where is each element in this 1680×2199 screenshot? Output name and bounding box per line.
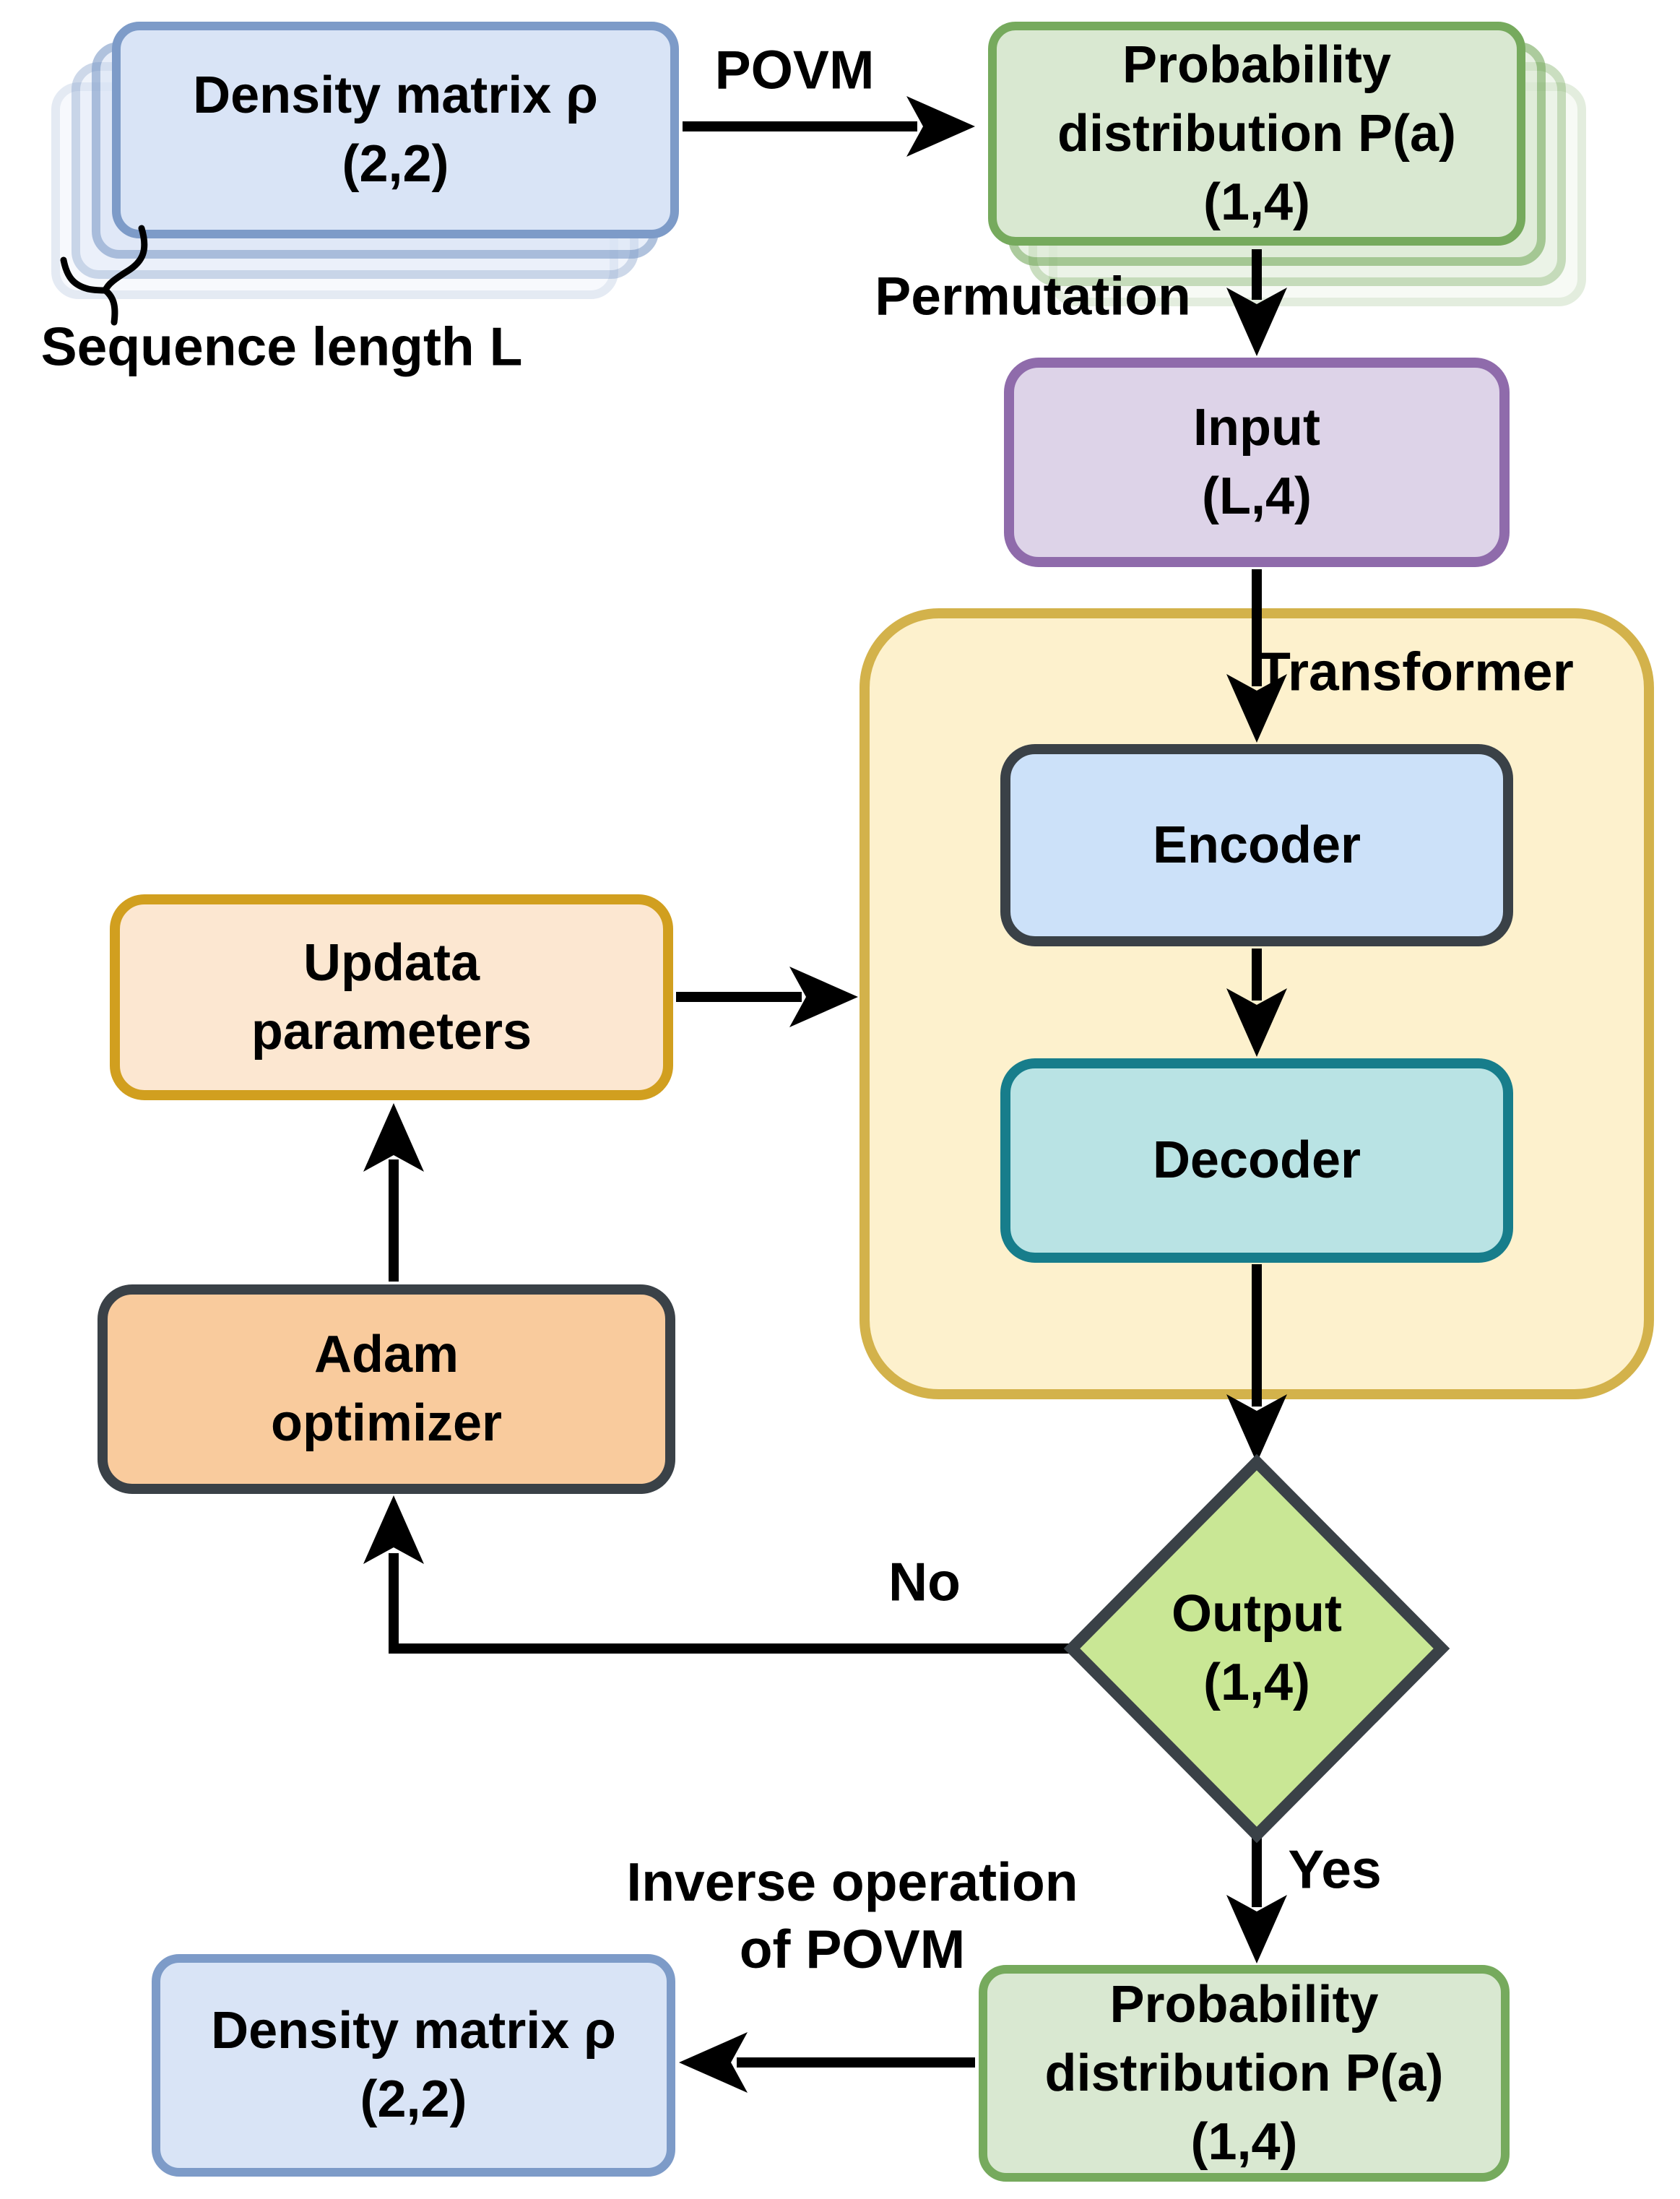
transformer-label: Transformer (1257, 641, 1574, 702)
arrow-no-path-icon (363, 1495, 1070, 1654)
arrow-decoder-to-output-icon (1226, 1264, 1287, 1463)
node-adam-optimizer: Adam optimizer (98, 1284, 675, 1494)
arrow-permutation-icon (1226, 249, 1287, 356)
arrow-update-to-transformer-icon (676, 967, 858, 1027)
node-encoder: Encoder (1000, 744, 1513, 946)
sequence-length-label: Sequence length L (40, 316, 523, 377)
arrow-adam-to-update-icon (363, 1103, 424, 1282)
node-input: Input (L,4) (1004, 358, 1510, 567)
node-density-matrix-bottom: Density matrix ρ (2,2) (152, 1954, 675, 2177)
no-label: No (888, 1551, 961, 1612)
arrow-encoder-to-decoder-icon (1226, 949, 1287, 1057)
node-probability-distribution-bottom: Probability distribution P(a) (1,4) (979, 1965, 1510, 2182)
output-diamond-label: Output (1,4) (1172, 1585, 1342, 1711)
node-density-matrix-top: Density matrix ρ (2,2) (112, 22, 679, 238)
inverse-operation-label: Inverse operation of POVM (626, 1852, 1078, 1979)
arrow-input-to-encoder-icon (1226, 569, 1287, 743)
node-update-parameters: Updata parameters (110, 894, 673, 1100)
arrow-yes-icon (1226, 1835, 1287, 1963)
permutation-label: Permutation (875, 265, 1191, 327)
node-decoder: Decoder (1000, 1058, 1513, 1263)
yes-label: Yes (1288, 1839, 1382, 1900)
povm-label: POVM (714, 39, 875, 100)
arrow-inverse-povm-icon (679, 2032, 975, 2093)
curly-brace-icon (60, 225, 148, 326)
arrow-povm-icon (683, 96, 975, 157)
node-probability-distribution-top: Probability distribution P(a) (1,4) (988, 22, 1525, 246)
output-diamond (1063, 1453, 1450, 1844)
